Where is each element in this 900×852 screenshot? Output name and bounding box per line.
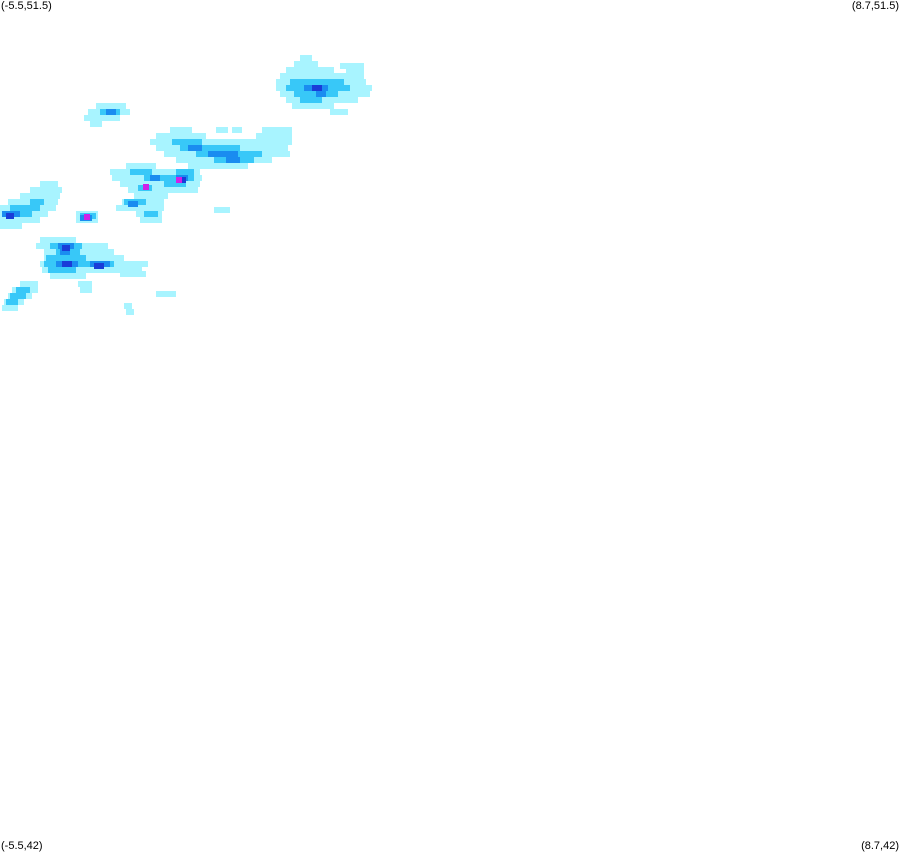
precip-cell (164, 181, 186, 187)
peak-cell (143, 184, 149, 190)
corner-label-top-right: (8.7,51.5) (851, 0, 899, 12)
precip-cell (144, 211, 158, 217)
precip-cell (156, 133, 206, 139)
precip-cell (176, 169, 194, 175)
precip-cell (128, 187, 198, 193)
precip-cell (50, 273, 86, 279)
precip-cell (316, 91, 326, 97)
precip-cell (116, 205, 164, 211)
precip-cell (126, 309, 134, 315)
precip-cell (6, 299, 18, 305)
precip-cell (150, 139, 270, 145)
precip-cell (96, 103, 126, 109)
precip-cell (84, 115, 120, 121)
precip-cell (124, 303, 132, 309)
precip-cell (20, 193, 60, 199)
precip-cell (2, 305, 18, 311)
precip-cell (62, 261, 72, 267)
precip-cell (292, 103, 334, 109)
precip-cell (42, 267, 142, 273)
precip-cell (150, 175, 160, 181)
precip-cell (346, 69, 364, 75)
precip-cell (6, 213, 14, 219)
precip-cell (80, 287, 92, 293)
precip-cell (286, 67, 334, 73)
precip-cell (134, 193, 168, 199)
precip-cell (156, 291, 176, 297)
precip-cell (312, 85, 322, 91)
precip-cell (140, 217, 162, 223)
precip-cell (128, 201, 138, 207)
peak-cell (176, 177, 182, 183)
precip-cell (40, 181, 58, 187)
precip-cell (20, 281, 38, 287)
precip-cell (340, 63, 364, 69)
precip-cell (78, 281, 92, 287)
precip-cell (0, 223, 22, 229)
peak-cell (84, 214, 90, 220)
precip-cell (40, 237, 76, 243)
precip-cell (60, 249, 70, 255)
precip-cell (290, 79, 344, 85)
precip-cell (256, 133, 292, 139)
precip-cell (300, 97, 322, 103)
precip-cell (226, 157, 240, 163)
precip-cell (180, 145, 240, 151)
precip-cell (180, 177, 186, 183)
precip-cell (246, 145, 280, 151)
precip-cell (214, 207, 230, 213)
precip-cell (208, 151, 238, 157)
precip-cell (120, 181, 200, 187)
precip-cell (280, 73, 352, 79)
precip-cell (46, 255, 86, 261)
precip-cell (294, 61, 318, 67)
precip-cell (10, 205, 40, 211)
precip-cell (130, 169, 152, 175)
corner-label-bottom-right: (8.7,42) (861, 840, 899, 852)
precip-cell (16, 287, 30, 293)
precip-cell (44, 261, 114, 267)
precip-cell (126, 163, 156, 169)
precip-cell (300, 55, 312, 61)
precip-cell (62, 245, 70, 251)
precip-cell (10, 293, 26, 299)
precip-cell (110, 169, 200, 175)
precip-cell (48, 267, 76, 273)
precip-cell (172, 139, 202, 145)
precip-cell (356, 81, 366, 87)
precip-cell (252, 139, 292, 145)
precip-cell (30, 199, 44, 205)
precip-cell (120, 271, 146, 277)
corner-label-bottom-left: (-5.5,42) (1, 840, 43, 852)
precip-cell (30, 187, 62, 193)
precip-cell (232, 127, 242, 133)
precip-cell (352, 75, 364, 81)
precip-cell (188, 145, 202, 151)
precip-cell (216, 127, 228, 133)
precip-cell (170, 127, 192, 133)
precip-cell (262, 127, 292, 133)
precip-cell (106, 109, 116, 115)
precip-cell (94, 263, 104, 269)
precip-cell (188, 163, 248, 169)
precip-cell (330, 109, 348, 115)
precip-cell (90, 121, 102, 127)
corner-label-top-left: (-5.5,51.5) (1, 0, 52, 12)
precip-cell (0, 217, 40, 223)
